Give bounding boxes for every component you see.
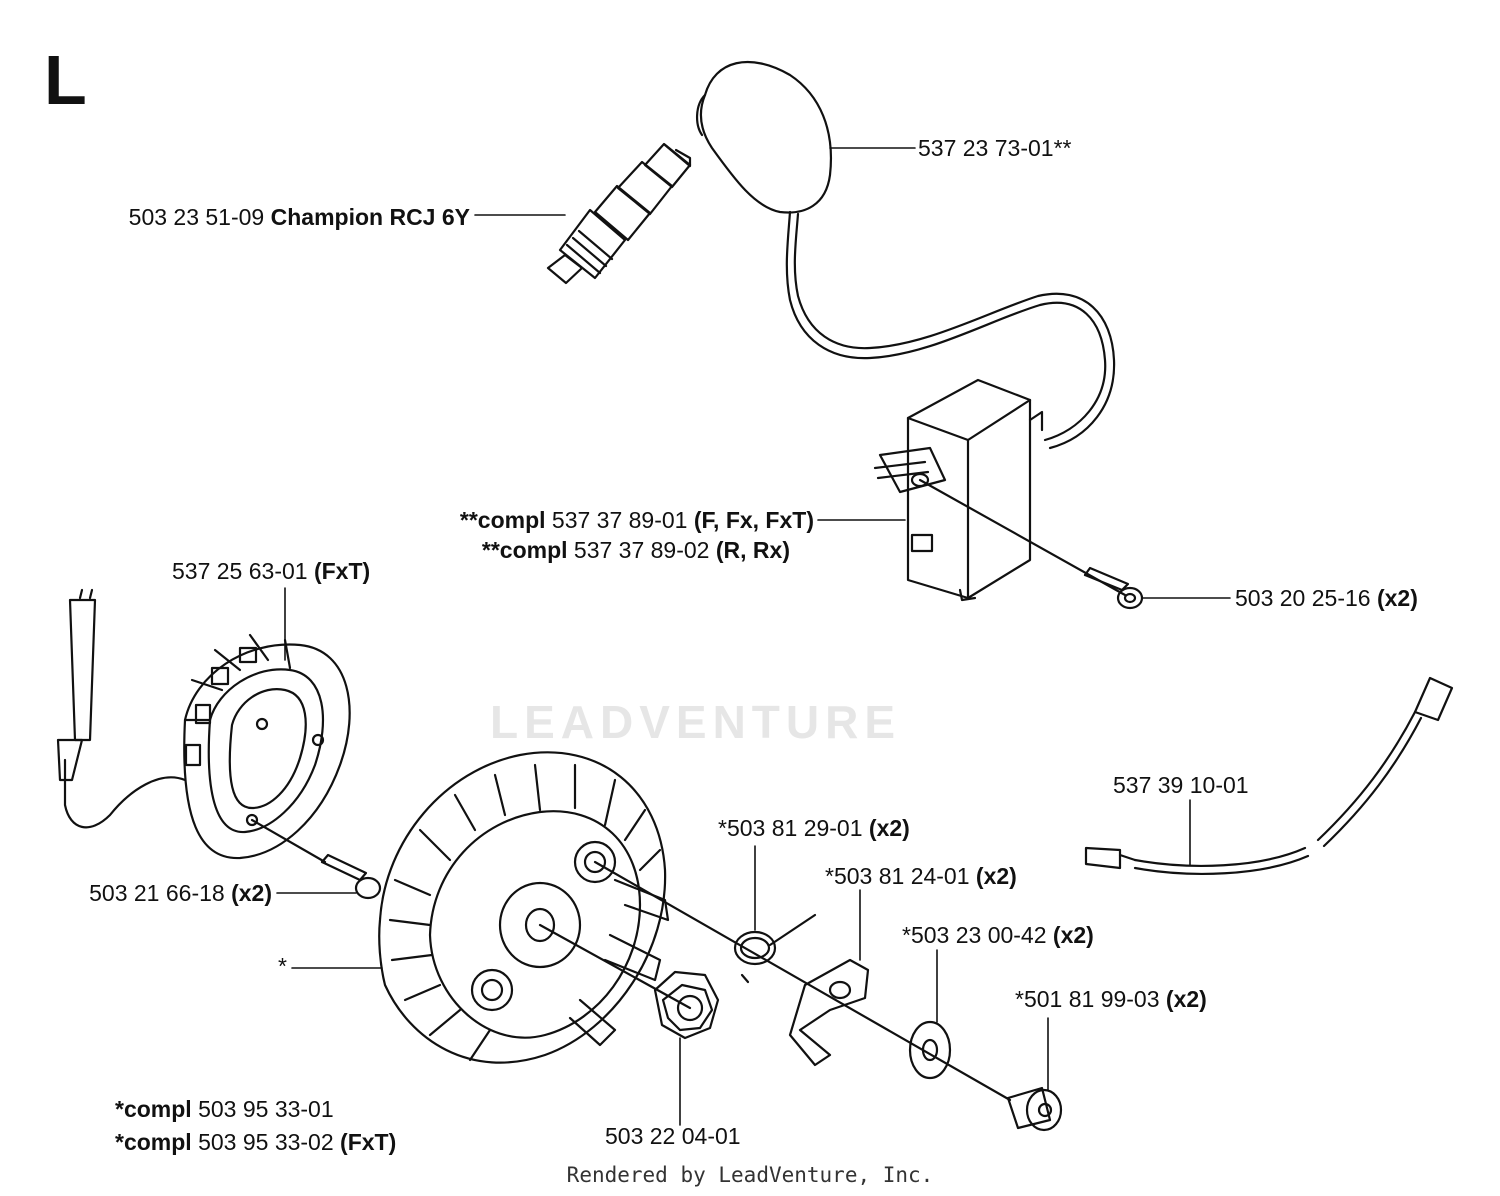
plug-cap-part (696, 60, 1116, 450)
label-flywheel: * (278, 953, 287, 979)
spark-plug-part (546, 142, 692, 285)
washer-part (908, 1020, 952, 1080)
ignition-module-part (873, 378, 1044, 602)
label-ignition-module-1: **compl 537 37 89-01 (F, Fx, FxT) (459, 507, 814, 533)
coil-part (56, 588, 351, 860)
leader-lines (276, 147, 1231, 1126)
label-pawl: *503 81 24-01 (x2) (825, 863, 1017, 889)
section-letter: L (44, 41, 87, 119)
label-cable: 537 39 10-01 (1113, 772, 1249, 798)
flywheel-part (378, 751, 670, 1064)
label-washer: *503 23 00-42 (x2) (902, 922, 1094, 948)
label-pawl-screw: *501 81 99-03 (x2) (1015, 986, 1207, 1012)
label-ignition-screw: 503 20 25-16 (x2) (1235, 585, 1418, 611)
spring-part (593, 860, 1012, 1102)
pawl-part (788, 958, 870, 1067)
pawl-screw-part (1006, 1086, 1063, 1132)
watermark-text: LEADVENTURE (490, 696, 902, 748)
label-spring: *503 81 29-01 (x2) (718, 815, 910, 841)
label-flywheel-compl-1: *compl 503 95 33-01 (115, 1096, 334, 1122)
cable-part (1084, 676, 1454, 875)
label-spark-plug: 503 23 51-09 Champion RCJ 6Y (128, 204, 470, 230)
label-ignition-module-2: **compl 537 37 89-02 (R, Rx) (481, 537, 790, 563)
footer-credit: Rendered by LeadVenture, Inc. (566, 1163, 934, 1187)
label-flywheel-compl-2: *compl 503 95 33-02 (FxT) (115, 1129, 397, 1155)
coil-screw-part (250, 818, 382, 900)
label-coil: 537 25 63-01 (FxT) (172, 558, 371, 584)
nut-part (538, 923, 720, 1040)
label-nut: 503 22 04-01 (605, 1123, 741, 1149)
label-coil-screw: 503 21 66-18 (x2) (89, 880, 272, 906)
label-plug-cap: 537 23 73-01** (918, 135, 1072, 161)
